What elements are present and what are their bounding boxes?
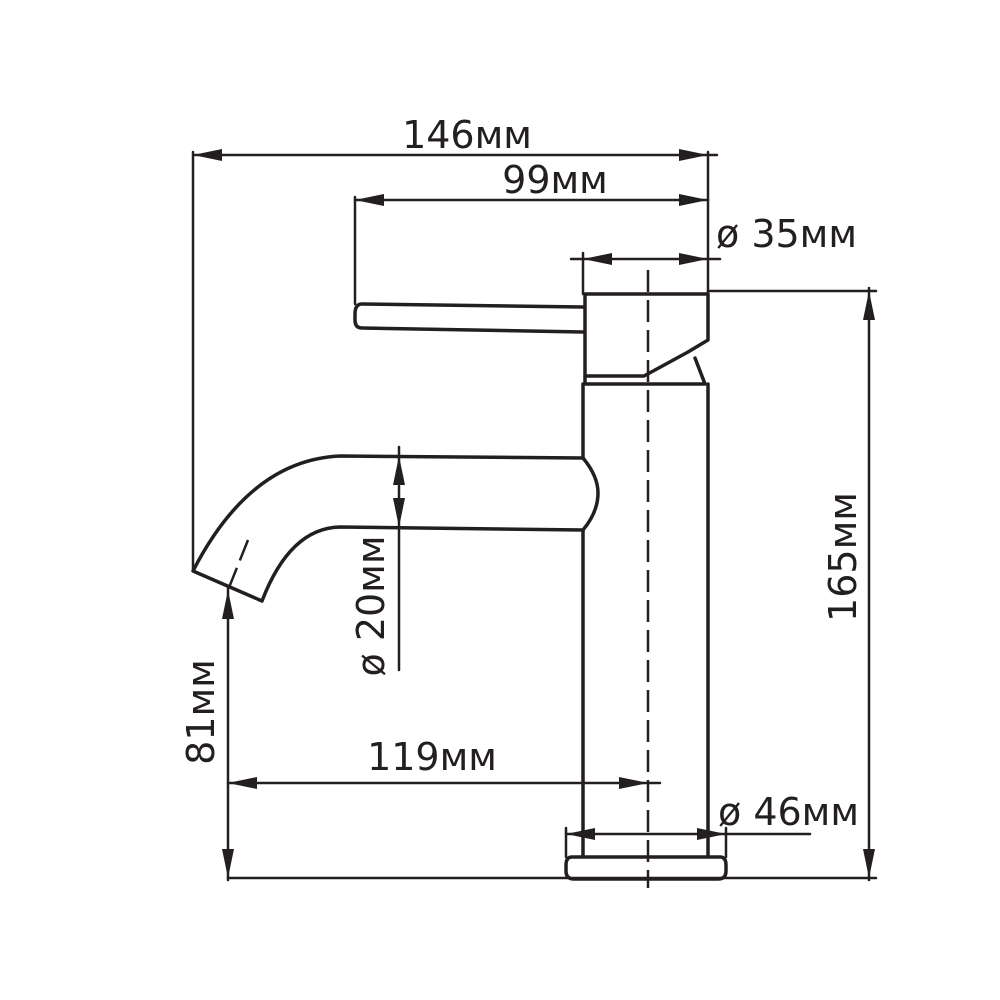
dimension-overall-reach: 146мм bbox=[191, 113, 719, 573]
handle-length-label: 99мм bbox=[502, 158, 608, 202]
handle-cap bbox=[583, 292, 710, 378]
dimension-base-diameter: ø 46мм bbox=[564, 790, 859, 859]
dimension-spout-outlet-height: 81мм bbox=[179, 586, 234, 882]
overall-reach-label: 146мм bbox=[402, 113, 532, 157]
dimension-body-top-diameter: ø 35мм bbox=[569, 212, 857, 296]
total-height-label: 165мм bbox=[821, 492, 865, 622]
base-diameter-label: ø 46мм bbox=[718, 790, 859, 834]
body-top-diameter-label: ø 35мм bbox=[716, 212, 857, 256]
spout-projection-label: 119мм bbox=[367, 735, 497, 779]
faucet-outline bbox=[191, 270, 728, 888]
spout-diameter-label: ø 20мм bbox=[349, 535, 393, 676]
base-plate bbox=[564, 855, 728, 881]
dimension-total-height: 165мм bbox=[226, 286, 878, 882]
handle-lever bbox=[353, 302, 585, 334]
dimension-spout-projection: 119мм bbox=[226, 735, 662, 789]
dimension-spout-diameter: ø 20мм bbox=[349, 445, 405, 677]
spout-outlet-height-label: 81мм bbox=[179, 659, 223, 765]
faucet-body bbox=[581, 382, 710, 857]
spout-joint bbox=[581, 456, 600, 532]
spout-outlet-axis bbox=[226, 539, 250, 591]
cap-neck bbox=[583, 356, 707, 386]
dimension-handle-length: 99мм bbox=[353, 158, 710, 306]
